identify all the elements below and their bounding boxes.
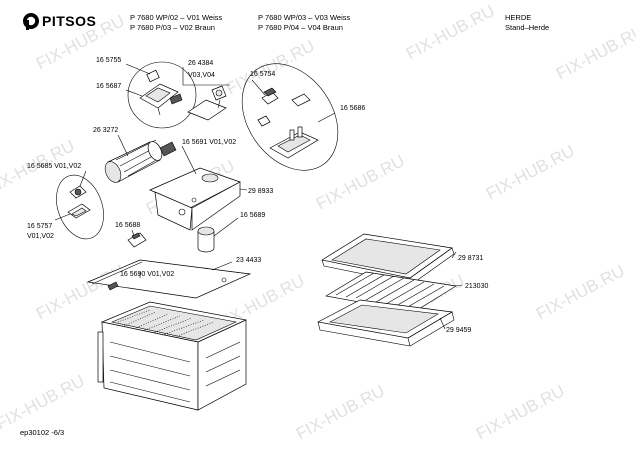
grill-pan [316,299,455,347]
part-label: 16 5688 [115,222,140,229]
part-label: 16 5757 [27,223,52,230]
thermostat-part [127,232,147,248]
detail-circle [127,61,197,129]
part-label: 23 4433 [236,257,261,264]
lamp-detail-group [56,174,104,240]
oven-top-plate [86,259,252,299]
model-line: P 7680 P/03 – V02 Braun [130,23,215,32]
brand-logo: PITSOS [23,13,96,30]
rear-panel [149,167,241,231]
watermark: FIX-HUB.RU [293,381,388,443]
bracket-plate [187,99,227,121]
watermark: FIX-HUB.RU [0,371,88,433]
part-label: 16 5691 V01,V02 [182,139,236,146]
sensor-part-group [182,67,230,121]
part-label: 29 8933 [248,188,273,195]
category-line: HERDE [505,13,531,22]
part-label: 29 8731 [458,255,483,262]
oven-cavity [97,301,248,411]
part-label: 26 3272 [93,127,118,134]
watermark: FIX-HUB.RU [403,1,498,63]
watermark: FIX-HUB.RU [553,21,636,83]
watermark: FIX-HUB.RU [473,381,568,443]
model-line: P 7680 WP/03 – V03 Weiss [258,13,351,22]
brand-name: PITSOS [42,13,96,29]
part-label: V03,V04 [188,72,215,79]
part-label: 16 5755 [96,57,121,64]
part-label: V01,V02 [27,233,54,240]
detail-ellipse-lamp [56,174,104,240]
watermark: FIX-HUB.RU [313,151,408,213]
part-labels: 16 5755 16 5687 26 4384 V03,V04 16 5754 … [27,57,488,334]
fan-motor [104,139,177,183]
leader-lines [54,63,463,330]
part-label: 26 4384 [188,60,213,67]
part-label: 16 5687 [96,83,121,90]
model-line: P 7680 P/04 – V04 Braun [258,23,343,32]
part-label: 29 9459 [446,327,471,334]
model-line: P 7680 WP/02 – V01 Weiss [130,13,223,22]
terminal-detail-group [241,63,339,171]
watermark: FIX-HUB.RU [483,141,578,203]
part-label: 213030 [465,283,488,290]
insulation-mat [111,305,237,341]
part-label: 16 5686 [340,105,365,112]
detail-ellipse [241,63,339,171]
switch-detail-group [127,61,197,129]
watermark: FIX-HUB.RU [533,261,628,323]
part-label: 16 5754 [250,71,275,78]
category-line: Stand–Herde [505,23,549,32]
part-label: 16 5689 [240,212,265,219]
part-label: 16 5690 V01,V02 [120,271,174,278]
part-label: 16 5685 V01,V02 [27,163,81,170]
baking-tray [321,233,455,285]
diagram-code: ep30102 -6/3 [20,428,64,437]
watermark: FIX-HUB.RU [33,261,128,323]
